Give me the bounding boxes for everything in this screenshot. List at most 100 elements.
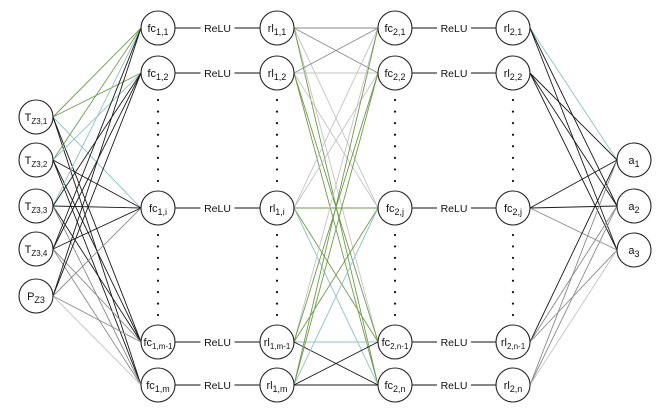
node-fc1: fc1,m	[140, 367, 176, 403]
edges	[52, 27, 618, 386]
node-label-sub: 1,i	[275, 207, 285, 217]
node-label-sub: 2,n-1	[507, 342, 526, 351]
node-label: a3	[628, 245, 639, 259]
node-label: TZ3,3	[25, 201, 48, 215]
edge	[293, 27, 379, 209]
node-label: TZ3,1	[25, 112, 48, 126]
edge	[529, 205, 618, 343]
node-label-sub: 1,1	[156, 27, 169, 37]
node-label-base: rl	[504, 68, 510, 80]
node-label-base: rl	[504, 380, 510, 392]
node-fc1: fc1,i	[140, 190, 176, 226]
node-label: rl2,n	[504, 380, 523, 394]
node-label-base: rl	[268, 68, 274, 80]
node-rl2: rl2,n	[495, 367, 531, 403]
edge	[529, 249, 618, 386]
node-label-sub: 1,m	[273, 384, 288, 394]
edge	[52, 27, 142, 161]
edge	[529, 205, 618, 209]
node-input: PZ3	[18, 278, 54, 314]
node-label-base: T	[25, 112, 32, 124]
node-label: PZ3	[27, 291, 45, 305]
node-output: a1	[616, 142, 652, 178]
node-rl1: rl1,m-1	[259, 324, 295, 360]
node-label-sub: 1,m-1	[152, 342, 173, 351]
edge	[52, 159, 142, 343]
node-label-sub: 2	[635, 205, 640, 215]
relu-label: ReLU	[204, 203, 231, 215]
node-label-base: fc	[147, 23, 156, 35]
edge	[293, 27, 379, 343]
node-rl1: rl1,1	[259, 10, 295, 46]
node-rl1: rl1,2	[259, 55, 295, 91]
ellipsis-dots	[393, 98, 397, 183]
node-label-base: rl	[504, 23, 510, 35]
node-label: rl2,2	[504, 68, 523, 82]
node-label-base: fc	[384, 380, 393, 392]
edge	[52, 27, 142, 250]
node-label-sub: 1,m-1	[270, 342, 291, 351]
relu-label: ReLU	[441, 68, 468, 80]
ellipsis-dots	[275, 233, 279, 317]
node-label-sub: 2,n	[510, 384, 523, 394]
node-fc2: fc2,n	[377, 367, 413, 403]
edge	[52, 248, 142, 343]
ellipsis-dots	[156, 98, 160, 183]
edge	[52, 295, 142, 343]
node-label-sub: 2,1	[510, 27, 523, 37]
ellipses	[156, 98, 515, 317]
node-label: rl2,1	[504, 23, 523, 37]
node-input: TZ3,2	[18, 142, 54, 178]
edge	[52, 27, 142, 118]
edge	[529, 72, 618, 161]
edge	[52, 207, 142, 250]
edge	[293, 341, 379, 386]
edge	[293, 27, 379, 386]
node-label-sub: 2,1	[393, 27, 406, 37]
node-label-base: fc	[384, 68, 393, 80]
node-fc1: fc1,m-1	[140, 324, 176, 360]
node-label: fc2,j	[386, 203, 404, 217]
node-label: fc1,1	[147, 23, 168, 37]
edge	[529, 27, 618, 161]
node-label: rl1,2	[268, 68, 287, 82]
edge	[529, 207, 618, 251]
node-label-sub: 2,2	[393, 72, 406, 82]
node-label: fc2,n	[384, 380, 405, 394]
node-label-sub: 1,2	[274, 72, 287, 82]
edge	[52, 116, 142, 343]
node-label-base: fc	[382, 337, 391, 349]
edge	[293, 207, 379, 386]
relu-label: ReLU	[441, 203, 468, 215]
edge	[52, 159, 142, 386]
node-label: rl1,m-1	[264, 337, 291, 351]
node-rl1: rl1,i	[259, 190, 295, 226]
node-fc2: fc2,1	[377, 10, 413, 46]
edge	[529, 159, 618, 209]
node-label-base: a	[628, 245, 635, 257]
node-rl2: rl2,2	[495, 55, 531, 91]
node-label-sub: 2,j	[513, 207, 523, 217]
node-label: fc2,1	[384, 23, 405, 37]
edge	[52, 27, 142, 207]
node-rl2: fc2,j	[495, 190, 531, 226]
node-label-base: fc	[146, 380, 155, 392]
node-label-sub: 1,1	[274, 27, 287, 37]
relu-label: ReLU	[441, 337, 468, 349]
node-label-sub: 1,2	[156, 72, 169, 82]
node-label: rl1,i	[269, 203, 285, 217]
node-label-base: T	[25, 155, 32, 167]
node-label: fc1,i	[149, 203, 167, 217]
node-fc2: fc2,2	[377, 55, 413, 91]
edge	[293, 207, 379, 343]
node-label: TZ3,4	[25, 244, 48, 258]
node-label-sub: Z3,4	[31, 249, 48, 258]
node-label-base: a	[628, 155, 635, 167]
node-label: a1	[628, 155, 639, 169]
node-label: rl2,n-1	[501, 337, 526, 351]
node-label-sub: 1,m	[155, 384, 170, 394]
edge	[52, 205, 142, 343]
node-label-sub: Z3,2	[31, 160, 48, 169]
relu-label: ReLU	[204, 68, 231, 80]
node-label-sub: 2,j	[395, 207, 405, 217]
